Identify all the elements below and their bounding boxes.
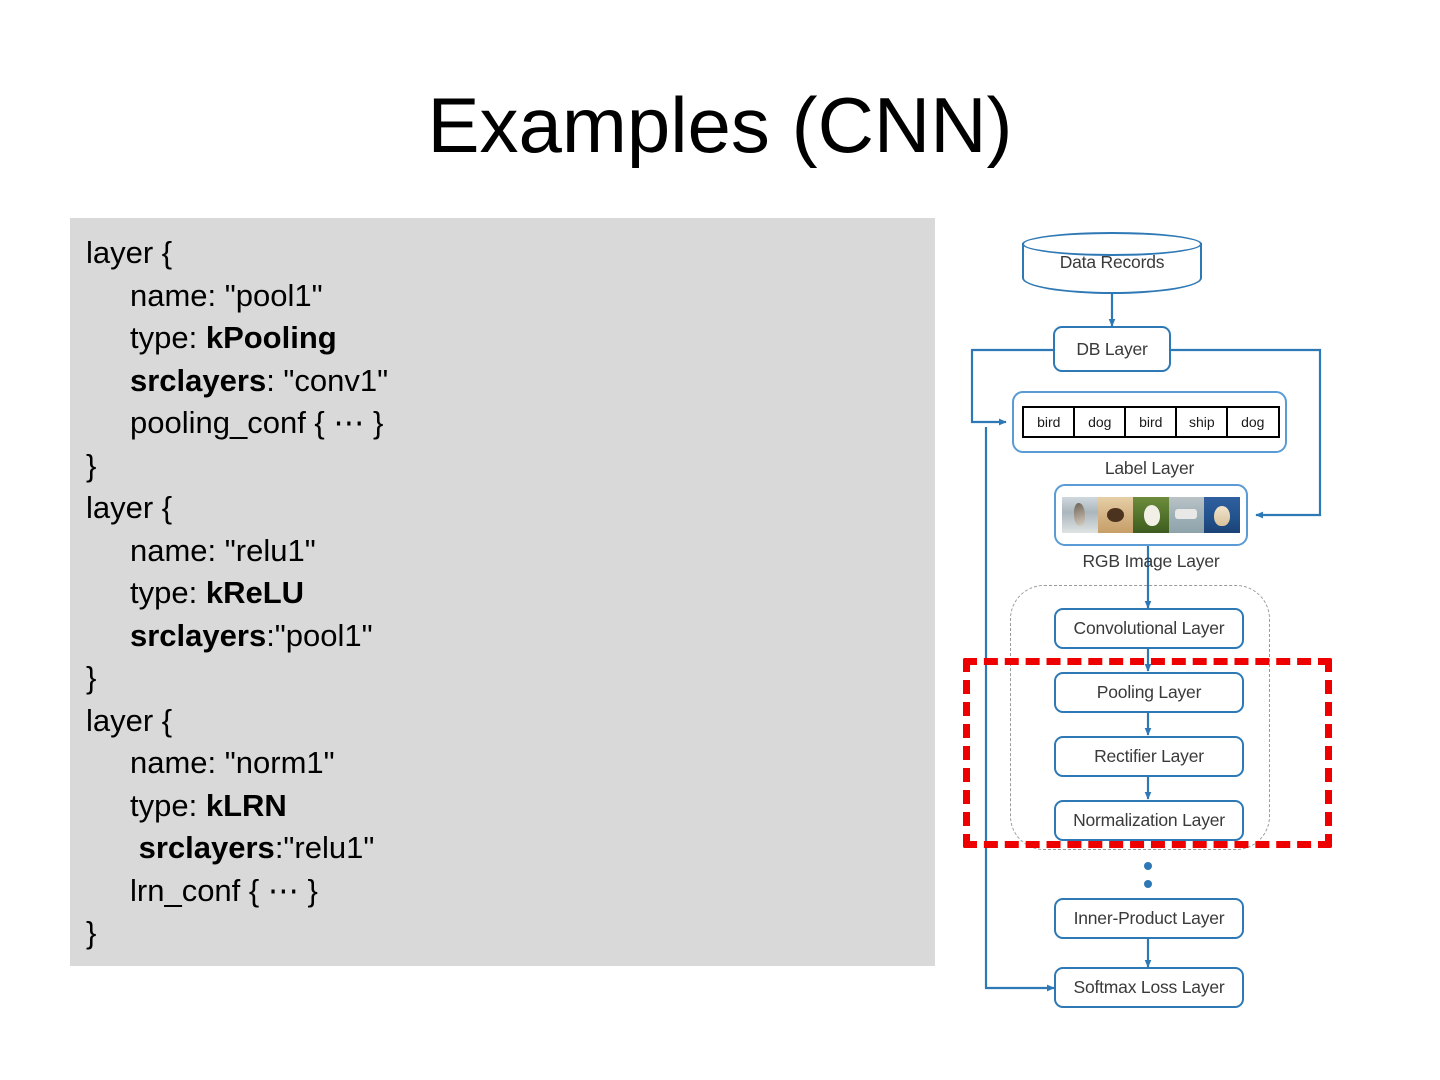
code-line: } bbox=[86, 657, 929, 700]
code-line: name: "relu1" bbox=[86, 530, 929, 573]
code-token-bold: srclayers bbox=[130, 830, 275, 865]
code-line: layer { bbox=[86, 487, 929, 530]
code-token: : "conv1" bbox=[266, 362, 389, 398]
pooling-layer-node: Pooling Layer bbox=[1054, 672, 1244, 713]
rgb-thumbnail-bird bbox=[1062, 497, 1098, 533]
code-token: type: bbox=[130, 575, 206, 610]
rgb-thumbnail-dog bbox=[1204, 497, 1240, 533]
data-records-cylinder: Data Records bbox=[1022, 232, 1202, 294]
code-line: pooling_conf { ⋯ } bbox=[86, 402, 929, 445]
page-title: Examples (CNN) bbox=[427, 81, 1013, 169]
normalization-layer-node: Normalization Layer bbox=[1054, 800, 1244, 841]
convolutional-layer-node: Convolutional Layer bbox=[1054, 608, 1244, 649]
rectifier-layer-node: Rectifier Layer bbox=[1054, 736, 1244, 777]
repeated-block-group-outline bbox=[1010, 585, 1270, 850]
code-token: :"pool1" bbox=[266, 617, 373, 653]
code-token: :"relu1" bbox=[274, 830, 375, 865]
code-token: lrn_conf { ⋯ } bbox=[130, 872, 318, 908]
label-layer-caption: Label Layer bbox=[1104, 458, 1195, 478]
code-token: type: bbox=[130, 787, 206, 823]
code-token: } bbox=[86, 447, 97, 483]
red-dashed-highlight bbox=[963, 658, 1332, 848]
code-token: layer { bbox=[86, 490, 173, 525]
code-line: type: kReLU bbox=[86, 572, 929, 615]
code-token: name: "relu1" bbox=[130, 532, 316, 568]
code-token-bold: kPooling bbox=[205, 320, 337, 355]
rgb-image-thumbnails bbox=[1062, 497, 1240, 533]
rgb-thumbnail-ship bbox=[1168, 497, 1205, 533]
code-token: name: "norm1" bbox=[130, 745, 335, 780]
code-token: layer { bbox=[86, 702, 173, 738]
code-line: layer { bbox=[86, 232, 929, 275]
code-line: } bbox=[86, 912, 929, 955]
label-cell: dog bbox=[1073, 406, 1127, 438]
inner-product-layer-node: Inner-Product Layer bbox=[1054, 898, 1244, 939]
code-line: layer { bbox=[86, 700, 929, 743]
label-cell: ship bbox=[1175, 406, 1229, 438]
rgb-image-layer-caption: RGB Image Layer bbox=[1082, 551, 1220, 571]
code-line: lrn_conf { ⋯ } bbox=[86, 870, 929, 913]
code-line: srclayers:"relu1" bbox=[86, 827, 929, 870]
code-token: } bbox=[86, 915, 97, 950]
rgb-thumbnail-chicken bbox=[1133, 497, 1169, 533]
label-cell: bird bbox=[1022, 406, 1076, 438]
code-token-bold: kLRN bbox=[205, 787, 287, 823]
code-line: type: kPooling bbox=[86, 317, 929, 360]
code-token: } bbox=[86, 660, 97, 695]
ellipsis-dot bbox=[1144, 880, 1152, 888]
data-records-label: Data Records bbox=[1059, 252, 1165, 272]
code-line: srclayers: "conv1" bbox=[86, 360, 929, 403]
code-token: type: bbox=[130, 320, 206, 355]
code-line: type: kLRN bbox=[86, 785, 929, 828]
code-line: } bbox=[86, 445, 929, 488]
code-token: name: "pool1" bbox=[130, 277, 323, 313]
label-cell: dog bbox=[1226, 406, 1280, 438]
code-token: pooling_conf { ⋯ } bbox=[130, 405, 384, 440]
code-line: srclayers:"pool1" bbox=[86, 615, 929, 658]
rgb-thumbnail-dog bbox=[1097, 497, 1134, 533]
softmax-loss-layer-node: Softmax Loss Layer bbox=[1054, 967, 1244, 1008]
code-token-bold: srclayers bbox=[130, 617, 267, 653]
code-token-bold: kReLU bbox=[205, 575, 305, 610]
code-line: name: "norm1" bbox=[86, 742, 929, 785]
label-cell: bird bbox=[1124, 406, 1178, 438]
code-token-bold: srclayers bbox=[130, 362, 267, 398]
ellipsis-dot bbox=[1144, 862, 1152, 870]
db-layer-node: DB Layer bbox=[1053, 326, 1171, 372]
cylinder-top-ellipse bbox=[1022, 232, 1202, 256]
code-token: layer { bbox=[86, 235, 173, 270]
code-line: name: "pool1" bbox=[86, 275, 929, 318]
